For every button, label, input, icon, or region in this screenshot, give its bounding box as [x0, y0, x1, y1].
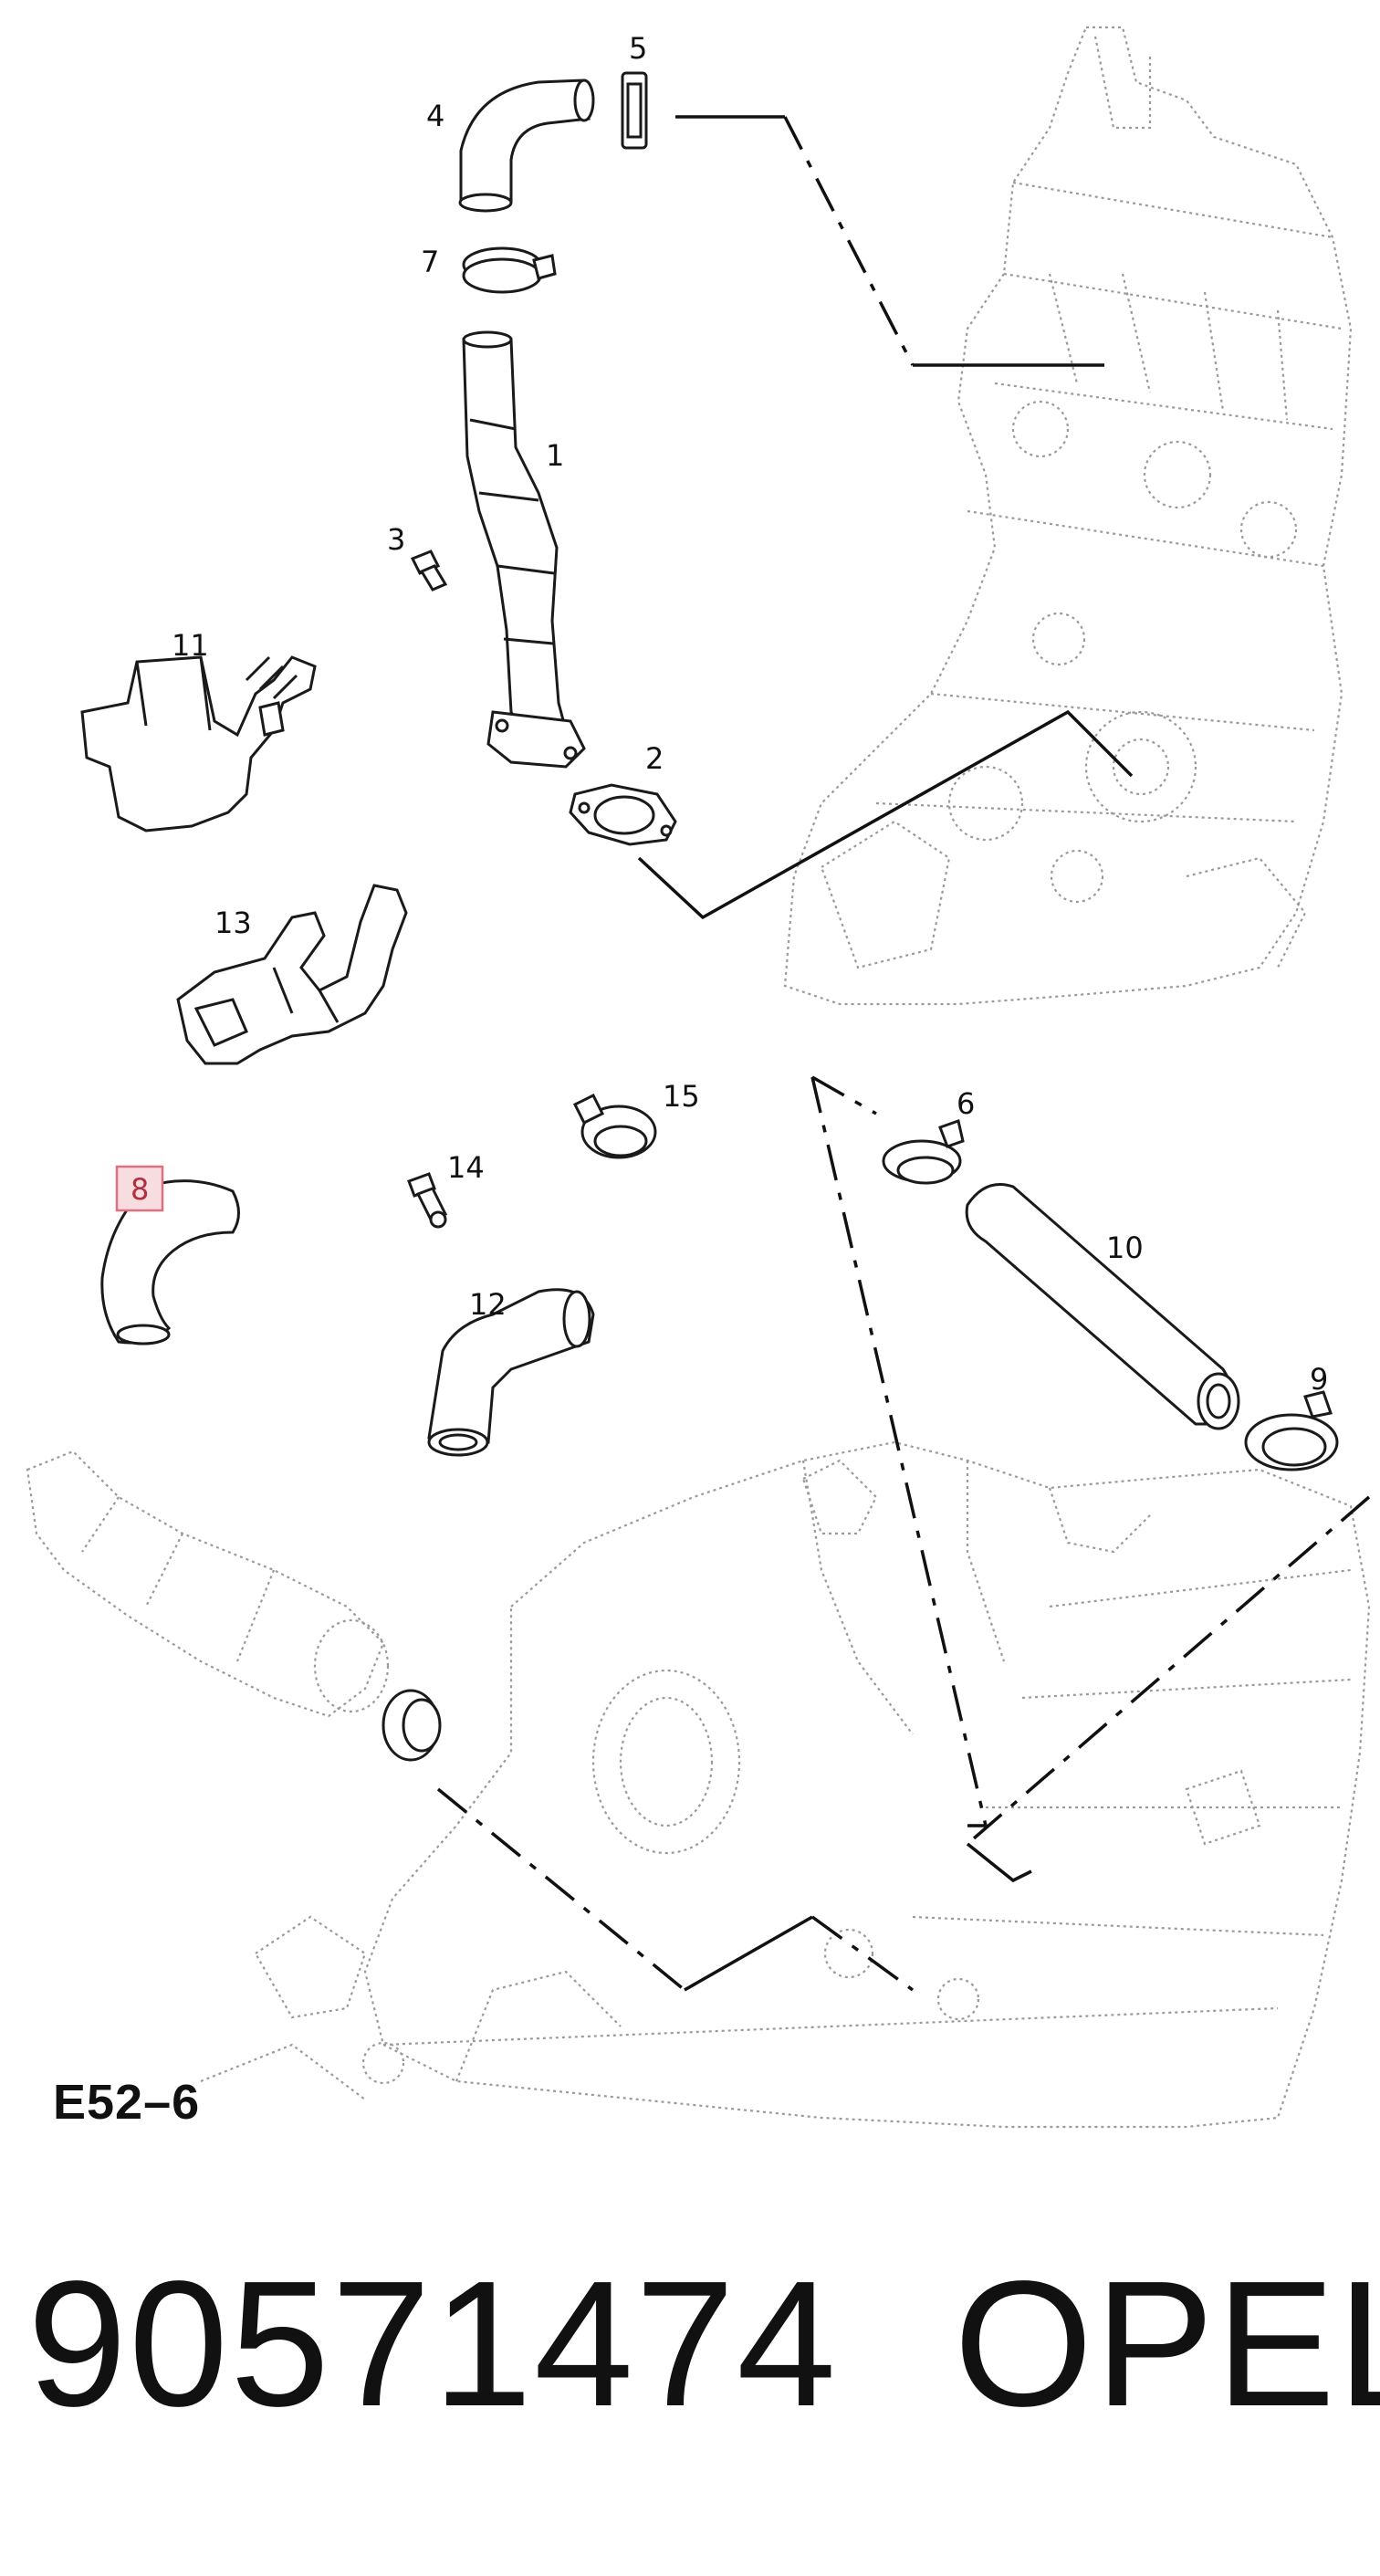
- part-elbow-hose-8: [100, 1179, 240, 1346]
- diagram-code: E52–6: [53, 2075, 201, 2130]
- part-hose-10: [965, 1183, 1240, 1430]
- callout-1: 1: [546, 438, 564, 473]
- part-clamp-9: [1244, 1390, 1339, 1471]
- leader-lines: [436, 115, 1371, 1992]
- part-bolt-3: [410, 550, 448, 592]
- callout-3: 3: [387, 522, 405, 557]
- engine-block-upper: [783, 26, 1353, 1006]
- callout-2: 2: [645, 741, 664, 776]
- callout-8: 8: [131, 1172, 149, 1207]
- callout-5: 5: [629, 31, 647, 66]
- part-coolant-pipe-1: [462, 330, 586, 769]
- part-clip-5: [621, 71, 648, 150]
- part-clamp-lower: [382, 1689, 442, 1762]
- callout-7: 7: [421, 245, 439, 279]
- part-clamp-15: [572, 1093, 657, 1159]
- callout-12: 12: [469, 1287, 507, 1322]
- part-elbow-hose-4: [458, 79, 595, 213]
- callout-11: 11: [172, 628, 209, 663]
- callout-10: 10: [1106, 1230, 1144, 1265]
- part-hose-12: [427, 1288, 595, 1457]
- part-gasket-2: [569, 783, 677, 846]
- parts-diagram: 1 2 3 4 5 6 7 8 9 10 11 12 13 14 15: [26, 26, 1371, 2129]
- engine-block-lower: [26, 1440, 1371, 2129]
- callout-13: 13: [214, 906, 252, 940]
- part-bracket-13: [176, 884, 408, 1065]
- callout-14: 14: [447, 1150, 485, 1185]
- part-bolt-14: [407, 1172, 448, 1229]
- callout-4: 4: [426, 99, 444, 133]
- callout-9: 9: [1310, 1362, 1328, 1397]
- callouts: 1 2 3 4 5 6 7 8 9 10 11 12 13 14 15: [115, 31, 1328, 1397]
- part-number: 90571474: [27, 2244, 839, 2444]
- part-bracket-11: [80, 655, 317, 832]
- callout-8-highlight: [115, 1165, 164, 1212]
- part-clamp-6: [882, 1119, 965, 1185]
- part-clamp-7: [462, 246, 557, 294]
- callout-15: 15: [663, 1079, 700, 1114]
- callout-6: 6: [957, 1086, 975, 1121]
- brand-name: OPEL: [954, 2244, 1380, 2444]
